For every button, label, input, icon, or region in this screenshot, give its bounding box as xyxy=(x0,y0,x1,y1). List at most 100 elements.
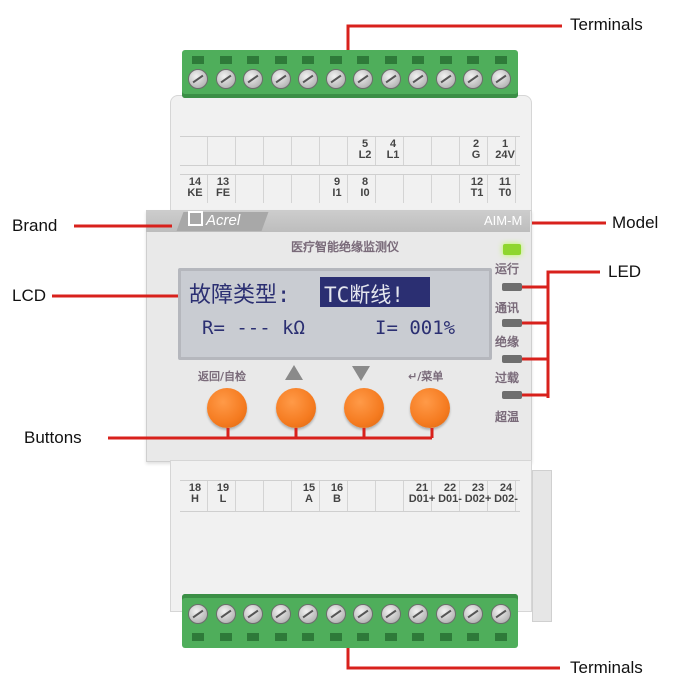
terminal-tab xyxy=(412,56,424,64)
back-selftest-button[interactable] xyxy=(207,388,247,428)
model-label: AIM-M xyxy=(484,213,523,228)
callout-led: LED xyxy=(608,262,642,281)
terminal-screw[interactable] xyxy=(380,604,401,624)
screw-slot xyxy=(247,74,259,84)
terminal-tab xyxy=(494,633,507,641)
terminal-screw[interactable] xyxy=(325,604,346,624)
terminal-tab xyxy=(439,56,452,64)
terminal-screw[interactable] xyxy=(463,69,483,89)
screw-slot xyxy=(275,609,286,619)
terminal-screw[interactable] xyxy=(215,604,236,624)
terminal-screw[interactable] xyxy=(353,69,373,89)
bottom-label-grid xyxy=(180,480,520,512)
terminal-screw[interactable] xyxy=(435,604,456,624)
terminal-screw[interactable] xyxy=(270,69,291,89)
terminal-tab xyxy=(384,56,397,64)
terminal-tab xyxy=(494,56,507,64)
screw-slot xyxy=(220,609,231,619)
terminal-screw[interactable] xyxy=(490,604,511,624)
terminal-tab xyxy=(329,633,342,641)
terminal-screw[interactable] xyxy=(270,604,291,624)
up-arrow-icon xyxy=(285,365,303,380)
button-label-enter-menu: ↵/菜单 xyxy=(408,370,444,383)
device-title: 医疗智能绝缘监测仪 xyxy=(290,240,399,254)
terminal-screw[interactable] xyxy=(215,69,236,89)
screw-slot xyxy=(357,74,369,84)
screw-slot xyxy=(385,74,396,84)
bottom-terminal-strip xyxy=(182,594,518,648)
terminal-tab xyxy=(302,56,314,64)
top-label-grid-2 xyxy=(180,174,520,203)
callout-terminals-bottom: Terminals xyxy=(570,658,643,677)
terminal-screw[interactable] xyxy=(353,604,373,624)
terminal-screw[interactable] xyxy=(490,69,511,89)
terminal-tab xyxy=(439,633,452,641)
lcd-line2-right: I= 001% xyxy=(375,317,456,339)
screw-slot xyxy=(302,609,314,619)
led-label-overtemp: 超温 xyxy=(495,410,520,424)
terminal-tab xyxy=(247,56,259,64)
top-terminal-strip xyxy=(182,50,518,98)
screw-slot xyxy=(330,609,341,619)
terminal-screw[interactable] xyxy=(243,69,263,89)
screw-slot xyxy=(302,74,314,84)
screw-slot xyxy=(220,74,231,84)
terminal-tab xyxy=(192,633,204,641)
screw-slot xyxy=(192,74,204,84)
led-run xyxy=(503,244,521,255)
device-side-rail xyxy=(532,470,552,622)
terminal-screw[interactable] xyxy=(408,69,428,89)
led-overtemp xyxy=(502,391,522,399)
enter-menu-button[interactable] xyxy=(410,388,450,428)
terminal-screw[interactable] xyxy=(188,69,208,89)
terminal-screw[interactable] xyxy=(298,604,318,624)
terminal-tab xyxy=(274,633,287,641)
terminal-tab xyxy=(247,633,259,641)
button-label-back-selftest: 返回/自检 xyxy=(198,370,247,383)
terminal-screw[interactable] xyxy=(408,604,428,624)
callout-model: Model xyxy=(612,213,659,232)
terminal-screw[interactable] xyxy=(380,69,401,89)
terminal-tab xyxy=(384,633,397,641)
terminal-screw[interactable] xyxy=(325,69,346,89)
brand-logo-mark xyxy=(188,211,203,226)
terminal-tab xyxy=(219,633,232,641)
led-label-overload: 过载 xyxy=(495,371,520,385)
led-overload xyxy=(502,355,522,363)
down-button[interactable] xyxy=(344,388,384,428)
top-label-grid xyxy=(180,136,520,166)
terminal-screw[interactable] xyxy=(435,69,456,89)
screw-slot xyxy=(440,74,451,84)
screw-slot xyxy=(247,609,259,619)
callout-terminals-top: Terminals xyxy=(570,15,643,34)
lcd-line1-value: TC断线! xyxy=(324,283,404,307)
callout-buttons: Buttons xyxy=(24,428,82,447)
terminal-screw[interactable] xyxy=(243,604,263,624)
screw-slot xyxy=(467,609,479,619)
terminal-screw[interactable] xyxy=(463,604,483,624)
terminal-tab xyxy=(467,633,479,641)
terminal-tab xyxy=(467,56,479,64)
led-insulation xyxy=(502,319,522,327)
screw-slot xyxy=(467,74,479,84)
up-button[interactable] xyxy=(276,388,316,428)
terminal-tab xyxy=(412,633,424,641)
terminal-screw[interactable] xyxy=(298,69,318,89)
callout-brand: Brand xyxy=(12,216,58,235)
screw-slot xyxy=(495,609,506,619)
terminal-screw[interactable] xyxy=(188,604,208,624)
